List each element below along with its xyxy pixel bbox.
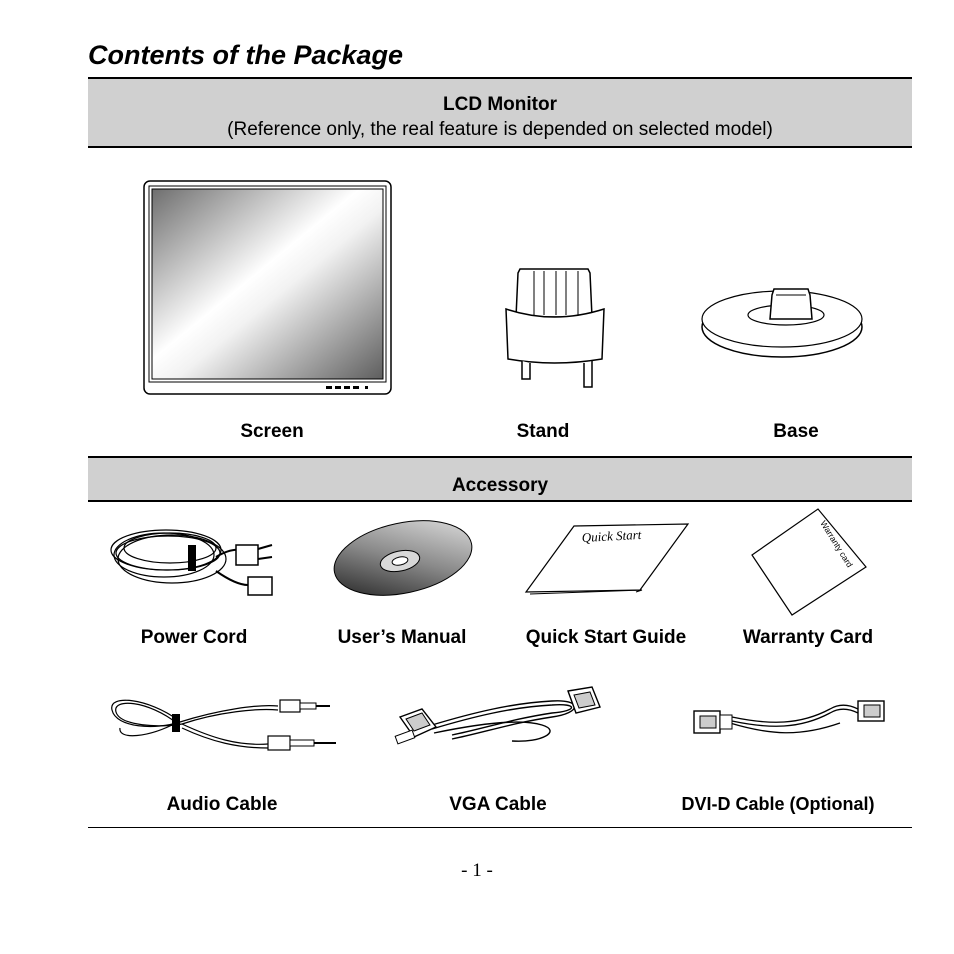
- base-illustration: [701, 288, 863, 358]
- bottom-divider: [88, 827, 912, 828]
- accessory-heading: Accessory: [451, 475, 549, 496]
- power-cord-illustration: [110, 529, 273, 596]
- screen-illustration: [143, 180, 392, 395]
- vga-cable-label: VGA Cable: [449, 794, 547, 815]
- warranty-card-label: Warranty Card: [742, 627, 874, 648]
- warranty-card-illustration: Warranty card: [751, 508, 867, 616]
- quick-start-guide-label: Quick Start Guide: [525, 627, 687, 648]
- lcd-monitor-header: LCD Monitor (Reference only, the real fe…: [88, 77, 912, 148]
- dvi-d-cable-illustration: [693, 700, 885, 734]
- page-number: - 1 -: [461, 860, 493, 881]
- power-cord-label: Power Cord: [140, 627, 248, 648]
- accessory-header: Accessory: [88, 456, 912, 502]
- lcd-monitor-heading: LCD Monitor: [443, 94, 557, 115]
- users-manual-label: User’s Manual: [337, 627, 467, 648]
- stand-illustration: [505, 268, 605, 388]
- audio-cable-illustration: [111, 699, 336, 751]
- quick-start-guide-illustration: Quick Start: [524, 523, 690, 595]
- vga-cable-illustration: [394, 686, 601, 745]
- users-manual-cd-illustration: [333, 520, 473, 596]
- stand-label: Stand: [516, 421, 570, 442]
- audio-cable-label: Audio Cable: [166, 794, 278, 815]
- dvi-d-cable-label: DVI-D Cable (Optional): [681, 794, 875, 814]
- page-title: Contents of the Package: [88, 40, 404, 70]
- base-label: Base: [773, 421, 819, 442]
- lcd-monitor-note: (Reference only, the real feature is dep…: [227, 119, 773, 140]
- screen-label: Screen: [240, 421, 304, 442]
- quick-start-guide-cover-text: Quick Start: [581, 527, 642, 545]
